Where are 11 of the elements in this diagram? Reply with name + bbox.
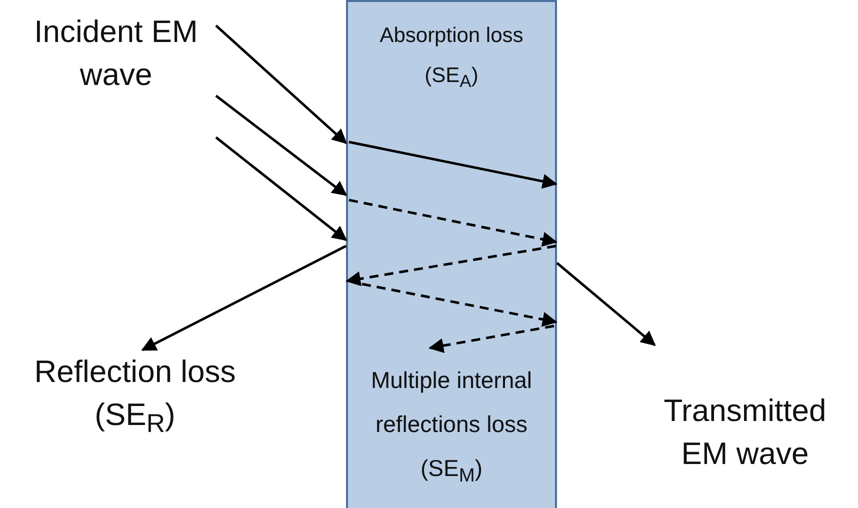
arrow [215, 136, 348, 241]
arrow [141, 244, 347, 352]
arrow [215, 94, 348, 196]
transmitted-wave-label: Transmitted EM wave [640, 345, 850, 495]
arrow [215, 24, 348, 144]
reflection-loss-label: Reflection loss (SE$_{R}$) [10, 350, 260, 440]
loss-label: Multiple internal reflections loss (SE$_{M}$) [370, 366, 534, 489]
incident-wave-label: Incident EM wave [16, 10, 216, 140]
arrow [556, 262, 656, 346]
shield-slab [346, 0, 557, 508]
loss-label: Absorption loss (SE$_{A}$) [378, 23, 524, 94]
